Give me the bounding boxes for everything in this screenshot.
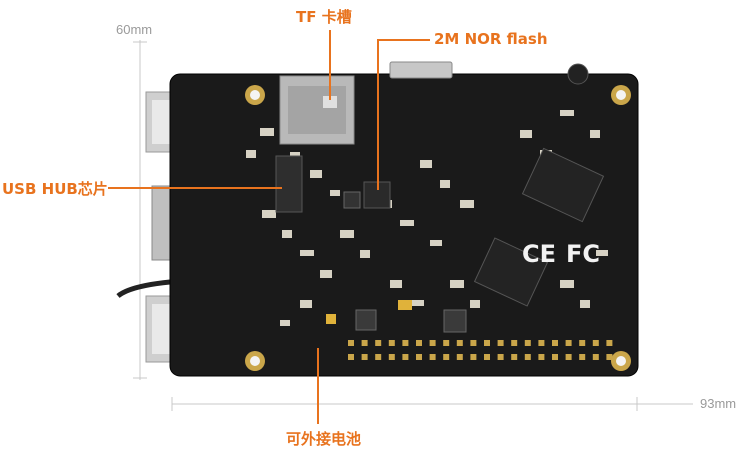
gpio-pin [565,340,572,346]
gpio-pin [375,340,382,346]
gpio-pin [484,340,490,346]
callout-battery: 可外接电池 [286,430,362,448]
gpio-pin [538,354,545,360]
gpio-pin [524,354,531,360]
ce-mark: CE [522,240,556,268]
gpio-pin [388,354,395,360]
chips [275,147,605,333]
gpio-pin [456,354,463,360]
gpio-pin [606,340,613,346]
gpio-pin [348,354,354,360]
gpio-pin [592,354,599,360]
gpio-pin [416,354,422,360]
gpio-pin [416,340,422,346]
top-connectors [389,61,589,85]
gpio-pin [361,354,368,360]
gpio-pin [524,340,531,346]
gpio-pin [361,340,368,346]
dimension-lines [133,40,693,411]
left-connectors [145,91,181,363]
tf-card-slot [279,75,355,145]
gpio-pin [565,354,572,360]
callout-nor-flash: 2M NOR flash [434,30,548,48]
gpio-pin [497,354,504,360]
gpio-pin [552,354,558,360]
gpio-pin [456,340,463,346]
callout-usb-hub: USB HUB芯片 [2,180,108,198]
gpio-pin [511,354,518,360]
fcc-mark: FC [566,240,600,268]
callout-tf-slot: TF 卡槽 [296,8,352,26]
length-dimension-label: 93mm [700,396,737,411]
callout-leaders [108,30,430,424]
gpio-pin [538,340,545,346]
gpio-pin [348,340,354,346]
width-dimension-label: 60mm [116,22,153,37]
gpio-pin [388,340,395,346]
gpio-pin [402,340,409,346]
gpio-pin [429,354,436,360]
gpio-pin [511,340,518,346]
gpio-header [348,340,613,360]
gpio-pin [579,340,586,346]
gpio-pin [552,340,558,346]
gpio-pin [429,340,436,346]
gpio-pin [606,354,613,360]
gpio-pin [484,354,490,360]
gpio-pin [497,340,504,346]
gpio-pin [375,354,382,360]
gpio-pin [592,340,599,346]
gpio-pin [579,354,586,360]
gpio-pin [443,354,450,360]
gpio-pin [443,340,450,346]
gpio-pin [402,354,409,360]
gpio-pin [470,354,477,360]
mounting-holes [245,85,631,371]
antenna-wire [116,279,171,299]
pcb-components [246,110,608,326]
gpio-pin [470,340,477,346]
